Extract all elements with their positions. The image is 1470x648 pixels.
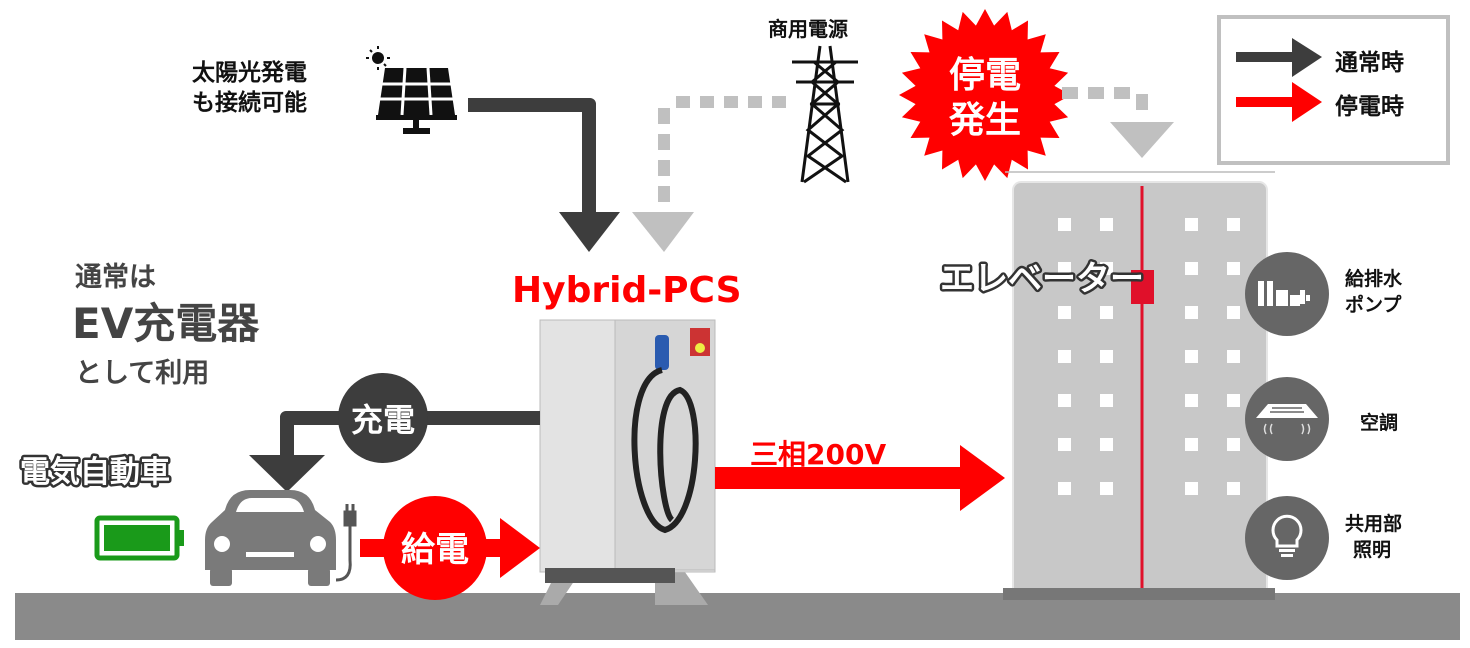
usage-note-line2: EV充電器 — [72, 299, 260, 348]
charge-label: 充電 — [351, 401, 415, 439]
outage-badge-line2: 発生 — [949, 100, 1021, 141]
legend-outage-label: 停電時 — [1335, 93, 1404, 120]
usage-note-line3: として利用 — [75, 358, 209, 389]
grid-to-building-dotted-arrow — [1062, 87, 1174, 158]
pump-icon — [1245, 252, 1329, 336]
solar-label-line2: も接続可能 — [192, 89, 307, 116]
building-window — [1058, 350, 1071, 363]
building-window — [1227, 438, 1240, 451]
building-window — [1227, 394, 1240, 407]
building-window — [1227, 262, 1240, 275]
building-window — [1227, 218, 1240, 231]
building-window — [1185, 306, 1198, 319]
building — [1003, 181, 1275, 600]
building-window — [1100, 350, 1113, 363]
building-window — [1100, 482, 1113, 495]
supply-label: 給電 — [401, 530, 469, 570]
building-window — [1227, 482, 1240, 495]
supply-badge — [383, 496, 487, 600]
three-phase-label: 三相200V — [750, 438, 886, 471]
three-phase-supply-arrow — [715, 445, 1005, 511]
building-window — [1185, 438, 1198, 451]
building-window — [1185, 350, 1198, 363]
building-window — [1227, 350, 1240, 363]
outage-badge-line1: 停電 — [949, 55, 1021, 96]
outage-starburst — [899, 9, 1071, 181]
building-window — [1100, 394, 1113, 407]
building-window — [1227, 306, 1240, 319]
building-window — [1185, 394, 1198, 407]
light-bulb-icon — [1245, 496, 1329, 580]
solar-to-pcs-arrow — [468, 98, 620, 252]
hybrid-pcs-cabinet — [539, 319, 716, 605]
device-name: Hybrid-PCS — [512, 270, 742, 311]
solar-panel-icon — [366, 46, 457, 134]
transmission-tower-icon — [792, 45, 858, 184]
legend: 通常時 停電時 — [1217, 15, 1450, 165]
building-window — [1058, 262, 1071, 275]
elevator-label: エレベーター — [940, 259, 1144, 299]
elevator-car — [1131, 270, 1154, 304]
car-icon — [205, 490, 336, 586]
battery-icon — [94, 515, 184, 561]
vehicle-label: 電気自動車 — [20, 455, 170, 490]
building-window — [1100, 218, 1113, 231]
building-window — [1058, 482, 1071, 495]
building-window — [1058, 218, 1071, 231]
building-window — [1185, 218, 1198, 231]
load-ac-label: 空調 — [1360, 411, 1398, 434]
load-pump-line2: ポンプ — [1345, 293, 1402, 316]
air-conditioner-icon — [1245, 377, 1329, 461]
building-window — [1100, 262, 1113, 275]
load-light-line2: 照明 — [1353, 539, 1391, 561]
building-window — [1185, 262, 1198, 275]
building-window — [1058, 306, 1071, 319]
usage-note-line1: 通常は — [75, 262, 156, 293]
legend-normal-label: 通常時 — [1335, 50, 1404, 76]
ground — [15, 593, 1460, 640]
building-window — [1058, 394, 1071, 407]
charge-badge — [338, 373, 428, 463]
building-window — [1100, 306, 1113, 319]
building-window — [1058, 438, 1071, 451]
plug-cable-icon — [335, 504, 357, 582]
grid-to-pcs-dotted-arrow — [632, 96, 786, 252]
building-window — [1185, 482, 1198, 495]
load-light-line1: 共用部 — [1345, 512, 1402, 535]
load-pump-line1: 給排水 — [1345, 267, 1403, 290]
grid-label: 商用電源 — [768, 17, 848, 41]
building-window — [1100, 438, 1113, 451]
solar-label-line1: 太陽光発電 — [192, 60, 307, 86]
